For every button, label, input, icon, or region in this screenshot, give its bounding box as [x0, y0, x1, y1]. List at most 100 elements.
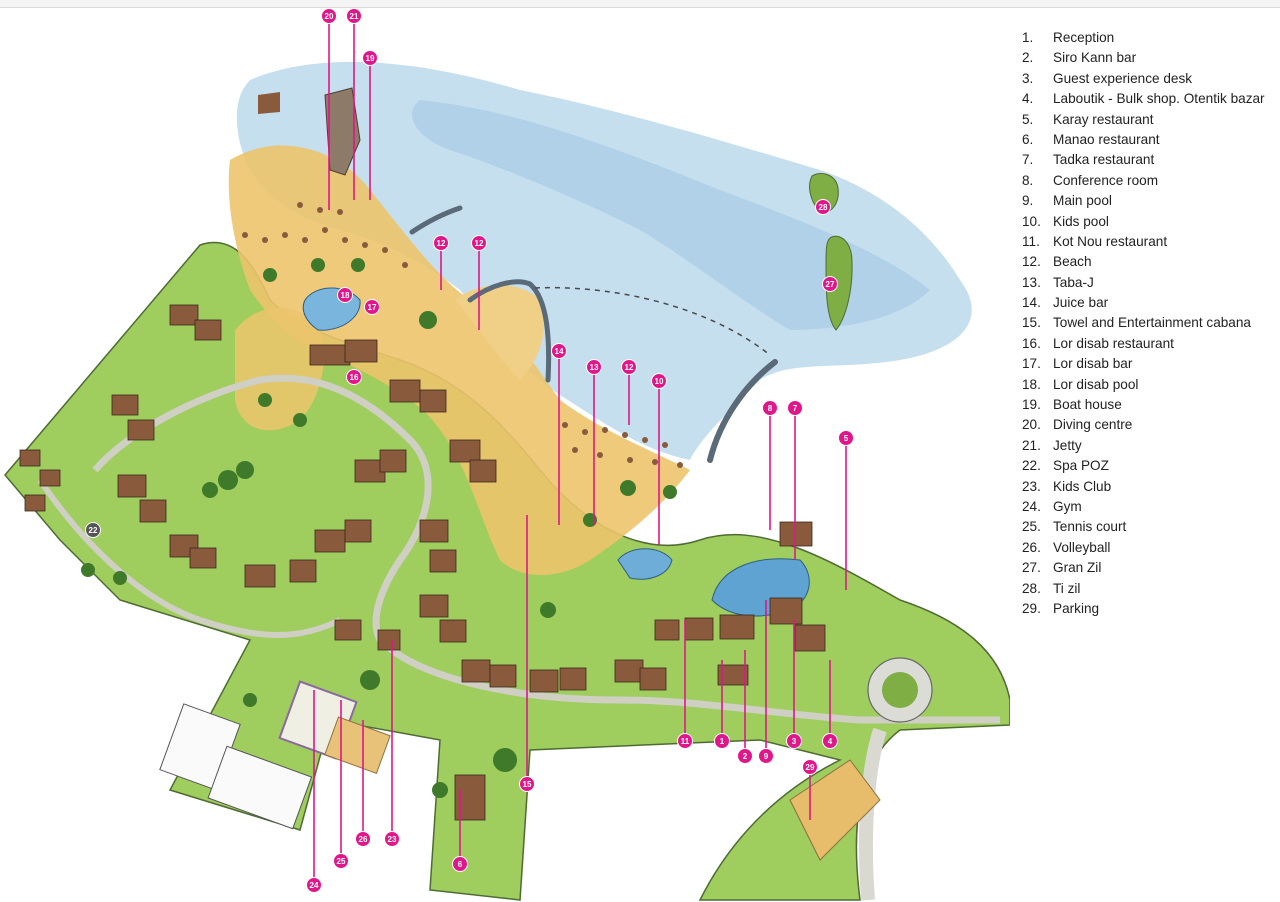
map-marker[interactable]: 2	[737, 748, 753, 764]
marker-pin	[306, 877, 322, 893]
legend-item-number: 28.	[1022, 580, 1041, 596]
legend-item-number: 8.	[1022, 172, 1034, 188]
marker-leader-lines	[313, 16, 847, 885]
legend-item-label: Reception	[1053, 30, 1115, 45]
marker-pin	[762, 400, 778, 416]
map-marker[interactable]: 20	[321, 8, 337, 24]
access-road	[858, 727, 887, 901]
marker-pin	[452, 856, 468, 872]
breakwater-mid	[467, 279, 552, 383]
legend-item: 7.Tadka restaurant	[1022, 150, 1280, 170]
marker-number: 28	[819, 203, 828, 212]
marker-number: 22	[89, 526, 98, 535]
marker-pin	[586, 359, 602, 375]
legend-item-number: 23.	[1022, 478, 1041, 494]
map-marker[interactable]: 23	[384, 831, 400, 847]
map-marker[interactable]: 8	[762, 400, 778, 416]
map-marker[interactable]: 12	[471, 235, 487, 251]
marker-number: 21	[350, 12, 359, 21]
marker-pin	[337, 287, 353, 303]
legend-item-number: 17.	[1022, 356, 1041, 372]
map-marker[interactable]: 1	[714, 733, 730, 749]
legend-item-number: 3.	[1022, 70, 1034, 86]
marker-number: 26	[359, 835, 368, 844]
map-marker[interactable]: 25	[333, 853, 349, 869]
marker-number: 12	[437, 239, 446, 248]
map-marker[interactable]: 22	[85, 522, 101, 538]
marker-pin	[346, 369, 362, 385]
map-marker[interactable]: 5	[838, 430, 854, 446]
legend-item: 4.Laboutik - Bulk shop. Otentik bazar	[1022, 89, 1280, 109]
legend-item-label: Jetty	[1053, 437, 1082, 453]
map-marker[interactable]: 19	[362, 50, 378, 66]
legend-item-number: 22.	[1022, 458, 1041, 474]
legend-item: 11.Kot Nou restaurant	[1022, 232, 1280, 252]
browser-top-edge	[0, 0, 1280, 8]
legend-item-number: 26.	[1022, 539, 1041, 555]
legend-item: 17. Lor disab bar	[1022, 354, 1280, 374]
breakwater-right	[707, 359, 778, 463]
marker-number: 14	[555, 347, 564, 356]
map-marker[interactable]: 18	[337, 287, 353, 303]
marker-pin	[433, 235, 449, 251]
marker-number: 25	[337, 857, 346, 866]
legend-item-label: Volleyball	[1053, 539, 1111, 555]
legend-item-label: Guest experience desk	[1053, 70, 1193, 86]
legend-item-number: 27.	[1022, 560, 1041, 576]
legend-item: 16. Lor disab restaurant	[1022, 334, 1280, 354]
palm-trees	[81, 258, 677, 798]
marker-pin	[822, 733, 838, 749]
map-marker[interactable]: 14	[551, 343, 567, 359]
map-marker[interactable]: 27	[822, 276, 838, 292]
map-marker[interactable]: 24	[306, 877, 322, 893]
map-marker[interactable]: 4	[822, 733, 838, 749]
map-marker[interactable]: 21	[346, 8, 362, 24]
legend-item-number: 12.	[1022, 254, 1041, 270]
legend-item-label: Manao restaurant	[1053, 131, 1160, 147]
map-marker[interactable]: 7	[787, 400, 803, 416]
sea	[236, 61, 972, 461]
legend-item-number: 24.	[1022, 498, 1041, 514]
map-marker[interactable]: 17	[364, 299, 380, 315]
service-block-2	[207, 745, 313, 830]
legend-item-number: 4.	[1022, 91, 1034, 107]
legend-item-label: Tennis court	[1053, 519, 1127, 535]
legend-item: 6.Manao restaurant	[1022, 130, 1280, 150]
map-marker[interactable]: 28	[815, 199, 831, 215]
map-marker[interactable]: 15	[519, 776, 535, 792]
legend-item-label: Conference room	[1053, 172, 1159, 188]
map-marker[interactable]: 16	[346, 369, 362, 385]
map-marker[interactable]: 12	[621, 359, 637, 375]
map-marker[interactable]: 3	[786, 733, 802, 749]
map-marker[interactable]: 10	[651, 373, 667, 389]
marker-pin	[714, 733, 730, 749]
legend-item: 12.Beach	[1022, 252, 1280, 272]
legend-item-label: Karay restaurant	[1053, 111, 1154, 127]
marker-pin	[815, 199, 831, 215]
beach-sand	[228, 145, 691, 576]
legend-item-number: 16.	[1022, 335, 1041, 351]
legend-item-label: Juice bar	[1053, 295, 1109, 311]
legend-item: 20.Diving centre	[1022, 415, 1280, 435]
legend-item: 3. Guest experience desk	[1022, 69, 1280, 89]
marker-number: 20	[325, 12, 334, 21]
map-marker[interactable]: 26	[355, 831, 371, 847]
marker-number: 19	[366, 54, 375, 63]
legend-item-label: Kids pool	[1053, 213, 1109, 229]
roundabout-center	[882, 672, 918, 708]
legend-item-label: Tadka restaurant	[1053, 152, 1155, 168]
marker-pin	[362, 50, 378, 66]
marker-pin	[758, 748, 774, 764]
map-marker[interactable]: 9	[758, 748, 774, 764]
legend-item: 22.Spa POZ	[1022, 456, 1280, 476]
map-marker[interactable]: 13	[586, 359, 602, 375]
legend-item-label: Lor disab bar	[1053, 356, 1133, 372]
legend-item-label: Gran Zil	[1053, 560, 1102, 576]
legend-item-label: Lor disab restaurant	[1053, 335, 1174, 351]
map-marker[interactable]: 6	[452, 856, 468, 872]
legend-item: 2.Siro Kann bar	[1022, 48, 1280, 68]
map-marker[interactable]: 29	[802, 759, 818, 775]
map-marker[interactable]: 11	[677, 733, 693, 749]
map-marker[interactable]: 12	[433, 235, 449, 251]
